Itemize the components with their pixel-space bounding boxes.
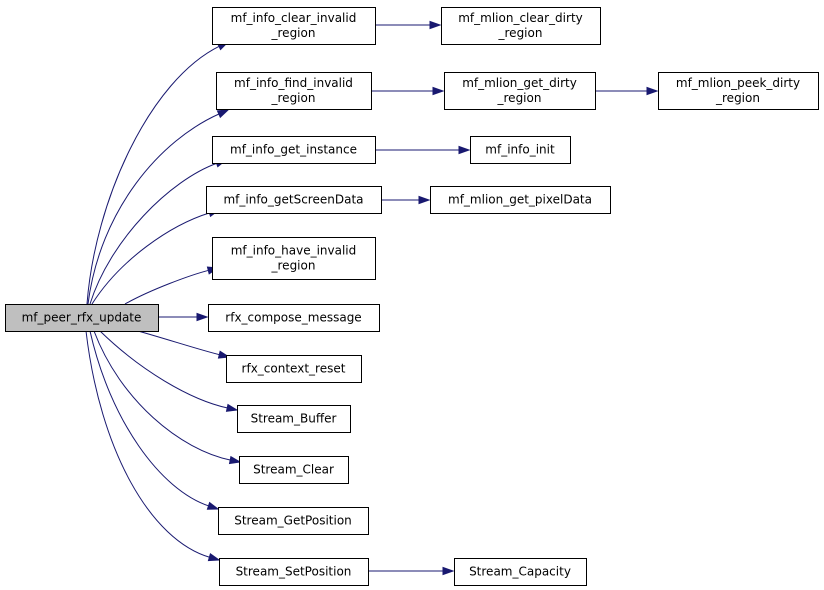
node-box[interactable]: [226, 355, 362, 383]
node-box[interactable]: [206, 186, 382, 214]
edge-arrowhead: [225, 403, 239, 412]
node-label: mf_mlion_peek_dirty: [676, 76, 800, 90]
node-label: mf_info_getScreenData: [223, 193, 363, 207]
node-box[interactable]: [658, 72, 819, 110]
node-stream-setposition[interactable]: Stream_SetPosition: [219, 558, 369, 586]
node-label: mf_mlion_get_dirty: [462, 76, 577, 90]
node-mf-mlion-get-pixeldata[interactable]: mf_mlion_get_pixelData: [430, 186, 611, 214]
node-mf-info-have-invalid-region[interactable]: mf_info_have_invalid_region: [212, 237, 376, 280]
node-label: Stream_SetPosition: [236, 565, 352, 579]
node-rfx-context-reset[interactable]: rfx_context_reset: [226, 355, 362, 383]
node-mf-info-clear-invalid-region[interactable]: mf_info_clear_invalid_region: [212, 7, 376, 45]
node-label: mf_info_get_instance: [230, 143, 357, 157]
edge-line: [89, 162, 218, 305]
node-label: Stream_Buffer: [251, 412, 337, 426]
edge-root-n11: [85, 330, 221, 562]
node-box[interactable]: [218, 507, 369, 535]
node-box[interactable]: [212, 7, 376, 45]
edge-n2-n13: [371, 86, 445, 96]
edge-line: [124, 269, 210, 305]
node-mf-info-getscreendata[interactable]: mf_info_getScreenData: [206, 186, 382, 214]
node-label: Stream_Capacity: [469, 565, 571, 579]
node-mf-mlion-get-dirty-region[interactable]: mf_mlion_get_dirty_region: [444, 72, 596, 110]
node-mf-peer-rfx-update[interactable]: mf_peer_rfx_update: [5, 304, 159, 332]
node-stream-buffer[interactable]: Stream_Buffer: [237, 405, 351, 433]
node-box[interactable]: [237, 405, 351, 433]
node-label: mf_info_have_invalid: [231, 244, 357, 258]
node-label: mf_info_clear_invalid: [231, 11, 357, 25]
node-rfx-compose-message[interactable]: rfx_compose_message: [208, 304, 380, 332]
node-stream-getposition[interactable]: Stream_GetPosition: [218, 507, 369, 535]
edge-arrowhead: [458, 145, 471, 155]
node-mf-info-find-invalid-region[interactable]: mf_info_find_invalid_region: [216, 72, 372, 110]
node-label: mf_mlion_get_pixelData: [448, 193, 592, 207]
edge-arrowhead: [432, 86, 445, 96]
edge-line: [85, 330, 211, 558]
edge-root-n8: [99, 330, 239, 412]
edge-arrowhead: [646, 86, 659, 96]
edge-line: [137, 330, 221, 356]
node-label: mf_mlion_clear_dirty: [458, 11, 583, 25]
node-label: Stream_GetPosition: [234, 514, 352, 528]
edge-n1-n12: [375, 20, 442, 30]
node-label: _region: [497, 91, 542, 105]
edge-root-n9: [93, 330, 242, 465]
node-box[interactable]: [239, 456, 349, 484]
node-mf-info-get-instance[interactable]: mf_info_get_instance: [212, 136, 376, 164]
node-label: mf_info_find_invalid: [234, 76, 353, 90]
edge-arrowhead: [228, 455, 242, 465]
node-box[interactable]: [444, 72, 596, 110]
edge-n4-n16: [381, 195, 431, 205]
edge-arrowhead: [216, 109, 230, 119]
edge-n13-n14: [595, 86, 659, 96]
node-label: _region: [715, 91, 760, 105]
edge-root-n3: [89, 159, 228, 305]
node-box[interactable]: [441, 7, 601, 45]
node-label: _region: [271, 26, 316, 40]
node-box[interactable]: [219, 558, 369, 586]
node-box[interactable]: [454, 558, 587, 586]
node-stream-capacity[interactable]: Stream_Capacity: [454, 558, 587, 586]
node-mf-mlion-peek-dirty-region[interactable]: mf_mlion_peek_dirty_region: [658, 72, 819, 110]
node-label: _region: [271, 91, 316, 105]
node-box[interactable]: [430, 186, 611, 214]
node-label: mf_info_init: [485, 143, 555, 157]
edge-root-n7: [137, 330, 231, 359]
edge-line: [93, 330, 232, 461]
edge-root-n1: [86, 41, 230, 305]
node-label: Stream_Clear: [253, 463, 334, 477]
edge-arrowhead: [429, 20, 442, 30]
edge-n11-n17: [367, 566, 455, 576]
edge-line: [99, 330, 229, 409]
node-label: _region: [498, 26, 543, 40]
node-label: _region: [271, 259, 316, 273]
edge-root-n2: [87, 109, 230, 305]
edge-arrowhead: [418, 195, 431, 205]
edge-arrowhead: [207, 553, 221, 562]
edge-n3-n15: [374, 145, 471, 155]
edge-line: [89, 330, 210, 507]
edge-line: [86, 45, 221, 305]
node-box[interactable]: [212, 237, 376, 280]
node-mf-mlion-clear-dirty-region[interactable]: mf_mlion_clear_dirty_region: [441, 7, 601, 45]
node-label: mf_peer_rfx_update: [22, 311, 142, 325]
edge-root-n5: [124, 266, 220, 305]
node-box[interactable]: [216, 72, 372, 110]
node-box[interactable]: [212, 136, 376, 164]
edge-line: [91, 212, 211, 305]
node-stream-clear[interactable]: Stream_Clear: [239, 456, 349, 484]
edge-arrowhead: [196, 312, 209, 322]
node-mf-info-init[interactable]: mf_info_init: [470, 136, 571, 164]
edge-arrowhead: [206, 501, 220, 510]
node-label: rfx_context_reset: [242, 362, 346, 376]
node-box[interactable]: [208, 304, 380, 332]
edge-line: [87, 113, 220, 305]
node-label: rfx_compose_message: [225, 311, 361, 325]
edge-arrowhead: [442, 566, 455, 576]
node-box[interactable]: [5, 304, 159, 332]
edge-root-n10: [89, 330, 220, 510]
edge-root-n6: [158, 312, 209, 322]
node-box[interactable]: [470, 136, 571, 164]
